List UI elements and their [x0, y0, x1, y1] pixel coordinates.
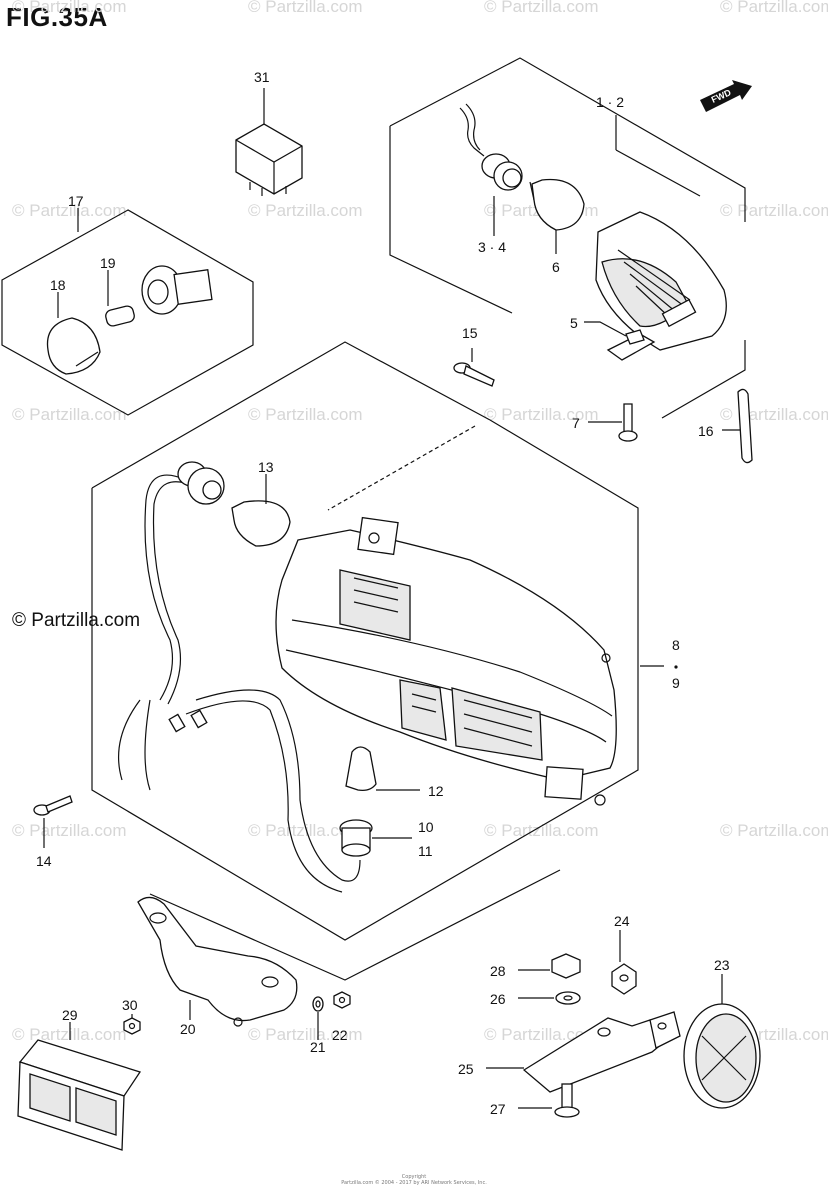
- footer-line-1: Copyright: [401, 1174, 427, 1180]
- callout-label: 18: [50, 277, 66, 293]
- fwd-arrow-icon: FWD: [700, 80, 752, 112]
- callout-label: 11: [418, 843, 433, 859]
- callout-label: 8: [672, 637, 680, 653]
- callout-separator-dot: [674, 665, 678, 669]
- watermark-text: © Partzilla.com: [248, 201, 363, 220]
- bracket-20-part[interactable]: [137, 896, 298, 1027]
- front-socket-part[interactable]: [459, 103, 523, 236]
- relay-part[interactable]: [235, 88, 303, 196]
- callout-label: 22: [332, 1027, 348, 1043]
- callout-label: 29: [62, 1007, 78, 1023]
- watermark-text: © Partzilla.com: [720, 821, 828, 840]
- callout-label: 24: [614, 913, 630, 929]
- front-bulb-part[interactable]: [529, 178, 585, 255]
- bulb-13-part[interactable]: [231, 474, 291, 547]
- assembly-box-side-lamp: [1, 209, 254, 416]
- assembly-box-taillight: [91, 341, 639, 941]
- watermark-text: © Partzilla.com: [720, 0, 828, 16]
- screw-14-part[interactable]: [33, 795, 73, 848]
- callout-label: 3 · 4: [478, 239, 506, 255]
- callout-label: 28: [490, 963, 506, 979]
- side-lamp-socket-part[interactable]: [141, 265, 213, 315]
- callout-label: 27: [490, 1101, 506, 1117]
- bulb-12-part[interactable]: [345, 746, 420, 792]
- callout-label: 21: [310, 1039, 326, 1055]
- washer-26-part[interactable]: [518, 991, 581, 1005]
- socket-10-11-part[interactable]: [339, 819, 412, 857]
- nut-30-part[interactable]: [123, 1014, 141, 1035]
- callout-label: 9: [672, 675, 680, 691]
- nut-24-part[interactable]: [611, 930, 637, 995]
- callout-label: 14: [36, 853, 52, 869]
- bolt-27-part[interactable]: [518, 1083, 580, 1118]
- watermark-text: © Partzilla.com: [248, 0, 363, 16]
- watermark-text: © Partzilla.com: [12, 0, 127, 16]
- watermark-text: © Partzilla.com: [484, 821, 599, 840]
- watermark-text: © Partzilla.com: [720, 405, 828, 424]
- taillight-housing-part[interactable]: [275, 516, 664, 806]
- watermark-text: © Partzilla.com: [12, 405, 127, 424]
- bracket-25-part[interactable]: [486, 1011, 681, 1093]
- callout-label: 5: [570, 315, 578, 331]
- callout-label: 6: [552, 259, 560, 275]
- callout-label: 30: [122, 997, 138, 1013]
- figure-title: FIG.35A: [6, 2, 108, 32]
- copyright-footer: Copyright Partzilla.com © 2004 - 2017 by…: [0, 1174, 828, 1186]
- watermark-text: © Partzilla.com: [248, 405, 363, 424]
- screw-7-part[interactable]: [588, 403, 638, 442]
- bracket-clip-part[interactable]: [584, 321, 656, 361]
- nut-22-part[interactable]: [333, 991, 351, 1009]
- reflector-23-part[interactable]: [683, 974, 761, 1109]
- callout-label: 19: [100, 255, 116, 271]
- watermark-text: © Partzilla.com: [484, 0, 599, 16]
- watermark-text: © Partzilla.com: [12, 821, 127, 840]
- callout-label: 26: [490, 991, 506, 1007]
- front-turn-signal-part[interactable]: [595, 115, 727, 351]
- callout-label: 31: [254, 69, 270, 85]
- footer-line-2: Partzilla.com © 2004 - 2017 by ARI Netwo…: [341, 1180, 487, 1186]
- watermark-text: © Partzilla.com: [248, 1025, 363, 1044]
- side-lamp-bulb-part[interactable]: [104, 270, 135, 327]
- watermark-text: © Partzilla.com: [248, 821, 363, 840]
- taillight-socket-part[interactable]: [177, 461, 225, 505]
- watermark-text: © Partzilla.com: [720, 201, 828, 220]
- watermark-text: © Partzilla.com: [484, 405, 599, 424]
- strap-16-part[interactable]: [722, 388, 753, 464]
- callout-label: 13: [258, 459, 274, 475]
- watermark-text: © Partzilla.com: [12, 201, 127, 220]
- callout-label: 23: [714, 957, 730, 973]
- callout-labels: 31 1 · 2 17 19 18 3 · 4 6 5 15 7 16 13 8 9 12 10 11 14 24 2…: [36, 69, 730, 1117]
- callout-label: 16: [698, 423, 714, 439]
- assembly-box-rear-reflector: [149, 869, 561, 981]
- screw-15-part[interactable]: [453, 348, 495, 387]
- callout-label: 15: [462, 325, 478, 341]
- callout-label: 20: [180, 1021, 196, 1037]
- watermark-text: © Partzilla.com: [12, 1025, 127, 1044]
- callout-label: 12: [428, 783, 444, 799]
- watermark-layer: © Partzilla.com © Partzilla.com © Partzill…: [12, 0, 828, 1044]
- watermark-text: © Partzilla.com: [484, 1025, 599, 1044]
- callout-label: 25: [458, 1061, 474, 1077]
- callout-label: 1 · 2: [596, 94, 624, 110]
- callout-label: 10: [418, 819, 434, 835]
- reflector-29-part[interactable]: [17, 1022, 142, 1151]
- nut-28-part[interactable]: [518, 953, 581, 979]
- washer-21-part[interactable]: [312, 996, 324, 1040]
- taillight-wire-harness: [117, 474, 361, 893]
- callout-label: 7: [572, 415, 580, 431]
- callout-label: 17: [68, 193, 84, 209]
- assembly-box-front-signal: [389, 57, 746, 419]
- side-lamp-lens-part[interactable]: [46, 292, 101, 375]
- credit-text: © Partzilla.com: [12, 610, 141, 631]
